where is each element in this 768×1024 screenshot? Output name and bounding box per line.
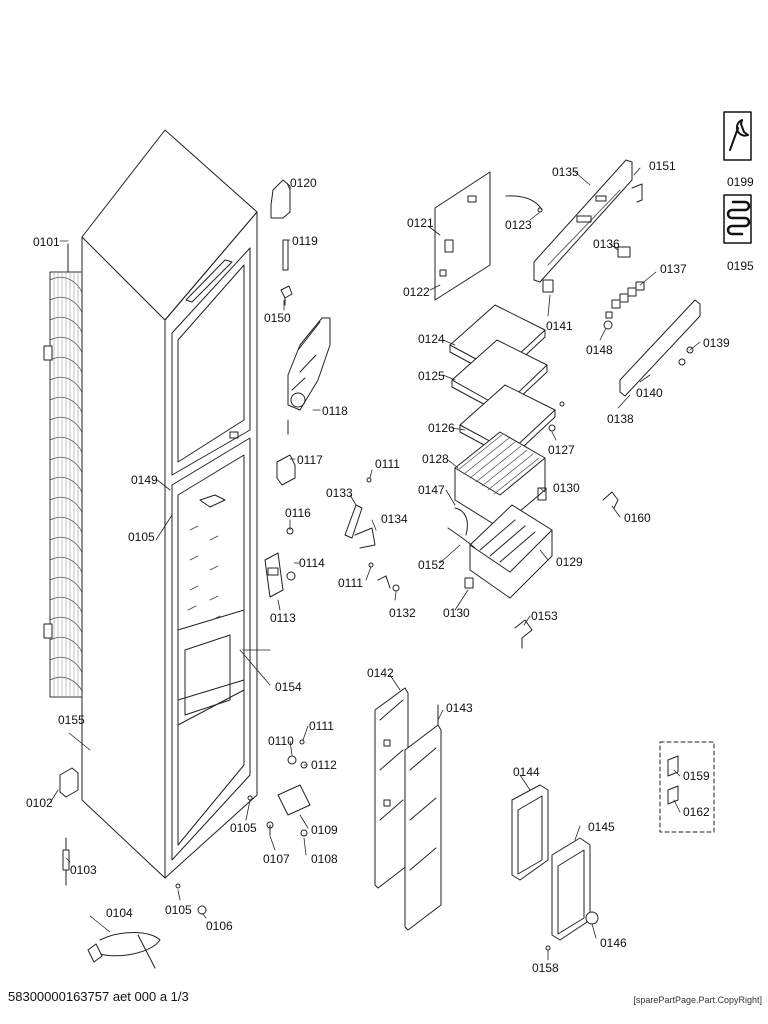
lock-parts xyxy=(344,477,400,592)
drip-tray-0129 xyxy=(447,487,553,599)
part-label: 0141 xyxy=(546,319,573,333)
part-label: 0125 xyxy=(418,369,445,383)
part-label: 0138 xyxy=(607,412,634,426)
part-label: 0132 xyxy=(389,606,416,620)
control-box-0145 xyxy=(545,837,599,951)
part-label: 0109 xyxy=(311,823,338,837)
part-label: 0111 xyxy=(338,576,363,590)
part-label: 0111 xyxy=(375,457,400,471)
small-parts-left xyxy=(264,454,296,598)
part-label: 0143 xyxy=(446,701,473,715)
bottom-left-parts xyxy=(59,767,253,969)
part-label: 0107 xyxy=(263,852,290,866)
part-label: 0114 xyxy=(299,556,325,570)
part-label: 0150 xyxy=(264,311,291,325)
part-label: 0124 xyxy=(418,332,445,346)
part-label: 0129 xyxy=(556,555,583,569)
part-label: 0122 xyxy=(403,285,430,299)
part-label: 0105 xyxy=(165,903,192,917)
part-label: 0110 xyxy=(268,734,294,748)
control-box-0144 xyxy=(511,784,549,881)
part-label: 0106 xyxy=(206,919,233,933)
part-label: 0148 xyxy=(586,343,613,357)
small-parts-0160-0153 xyxy=(514,491,619,649)
part-label: 0155 xyxy=(58,713,85,727)
cover-0138 xyxy=(619,299,701,397)
bottom-hinge-parts xyxy=(266,739,311,837)
part-label: 0142 xyxy=(367,666,394,680)
part-label: 0127 xyxy=(548,443,575,457)
cabinet-body xyxy=(81,129,258,879)
part-label: 0137 xyxy=(660,262,687,276)
part-label: 0103 xyxy=(70,863,97,877)
part-label: 0111 xyxy=(309,719,334,733)
part-label: 0126 xyxy=(428,421,455,435)
lamp-parts-0137 xyxy=(603,281,645,330)
condenser-coil xyxy=(43,243,85,698)
small-parts-0151-0136 xyxy=(542,183,643,293)
part-label: 0123 xyxy=(505,218,532,232)
part-label: 0118 xyxy=(322,404,348,418)
kit-box xyxy=(659,741,715,833)
document-id: 58300000163757 aet 000 a 1/3 xyxy=(8,989,189,1004)
part-label: 0108 xyxy=(311,852,338,866)
part-label: 0154 xyxy=(275,680,302,694)
part-label: 0112 xyxy=(311,758,337,772)
control-strip-0135 xyxy=(533,159,633,283)
part-label: 0151 xyxy=(649,159,676,173)
part-label: 0139 xyxy=(703,336,730,350)
evaporator-coil-0128 xyxy=(454,431,546,529)
wrench-icon xyxy=(723,111,752,161)
part-label: 0130 xyxy=(553,481,580,495)
part-label: 0159 xyxy=(683,769,710,783)
part-label: 0128 xyxy=(422,452,449,466)
cable-0123 xyxy=(505,195,543,213)
part-label: 0133 xyxy=(326,486,353,500)
rear-panel xyxy=(434,171,491,301)
part-label: 0104 xyxy=(106,906,133,920)
evaporator-plates xyxy=(449,304,565,460)
part-label: 0119 xyxy=(292,234,318,248)
part-label: 0144 xyxy=(513,765,540,779)
copyright-placeholder: [sparePartPage.Part.CopyRight] xyxy=(633,995,762,1005)
part-label: 0160 xyxy=(624,511,651,525)
leader-lines xyxy=(49,167,701,961)
part-label: 0199 xyxy=(727,175,754,189)
hinge-parts xyxy=(270,179,293,306)
part-label: 0116 xyxy=(285,506,311,520)
part-label: 0162 xyxy=(683,805,710,819)
part-label: 0158 xyxy=(532,961,559,975)
door-liner-0143 xyxy=(404,704,442,931)
part-label: 0134 xyxy=(381,512,408,526)
part-label: 0105 xyxy=(128,530,155,544)
part-label: 0136 xyxy=(593,237,620,251)
part-label: 0101 xyxy=(33,235,60,249)
part-label: 0121 xyxy=(407,216,434,230)
part-label: 0105 xyxy=(230,821,257,835)
part-labels: 0101 0102 0103 0104 0105 0105 0105 0106 … xyxy=(26,159,754,975)
coil-icon xyxy=(723,194,752,244)
part-label: 0135 xyxy=(552,165,579,179)
part-label: 0147 xyxy=(418,483,445,497)
part-label: 0152 xyxy=(418,558,445,572)
part-label: 0145 xyxy=(588,820,615,834)
part-label: 0195 xyxy=(727,259,754,273)
part-label: 0130 xyxy=(443,606,470,620)
part-label: 0102 xyxy=(26,796,53,810)
part-label: 0140 xyxy=(636,386,663,400)
damper-assembly xyxy=(287,317,331,435)
part-label: 0113 xyxy=(270,611,296,625)
part-label: 0117 xyxy=(297,453,323,467)
part-label: 0149 xyxy=(131,473,158,487)
part-label: 0120 xyxy=(290,176,317,190)
door-liner-0142 xyxy=(374,687,409,889)
part-label: 0146 xyxy=(600,936,627,950)
part-label: 0153 xyxy=(531,609,558,623)
